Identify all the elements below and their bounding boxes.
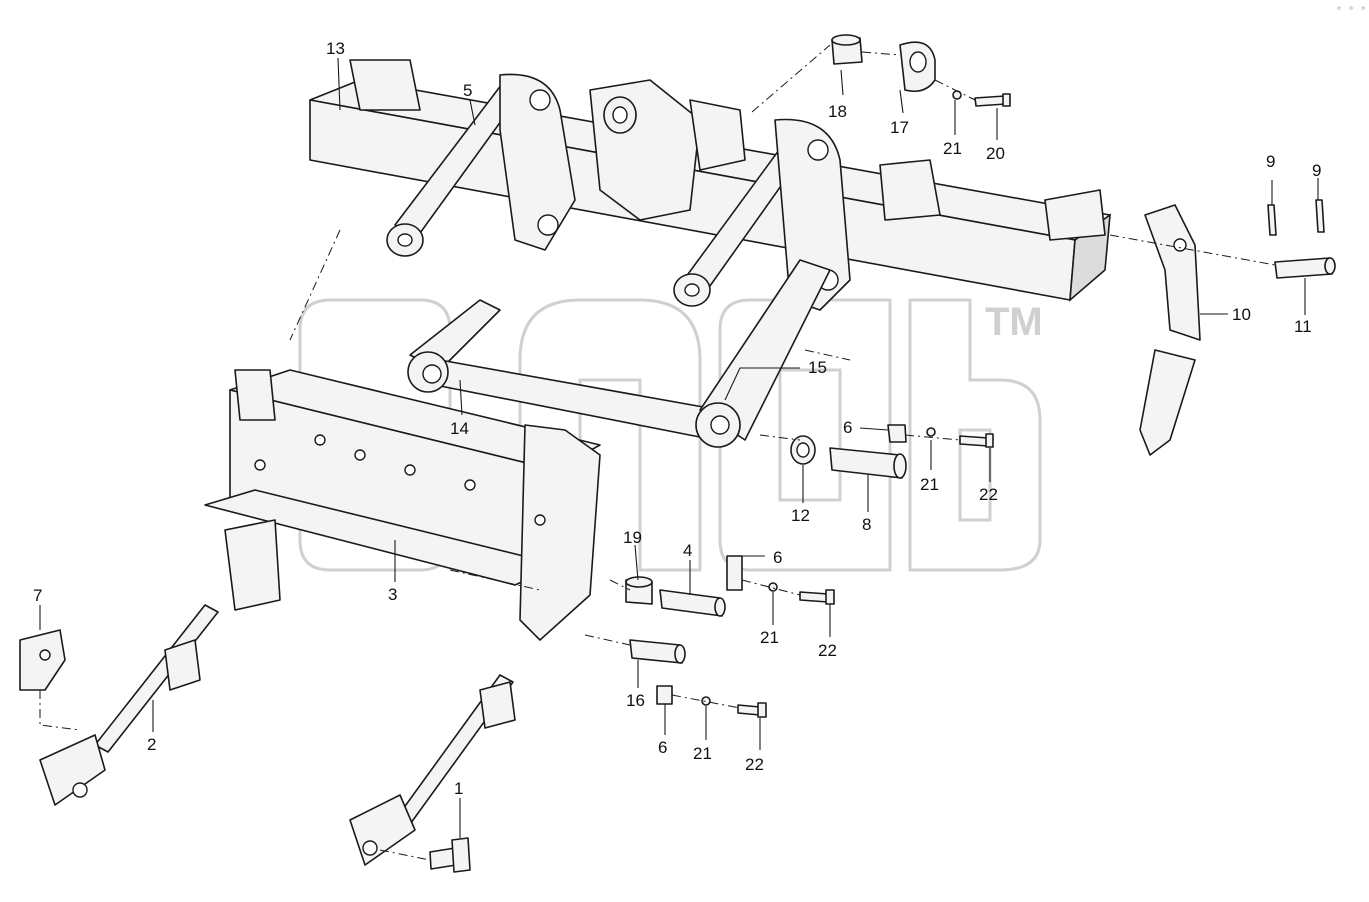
callout-6-mid: 6 (843, 418, 852, 437)
washer-21-mid (926, 427, 936, 437)
callout-21-mid: 21 (920, 475, 939, 494)
main-frame (204, 369, 601, 641)
callout-11: 11 (1294, 317, 1312, 336)
callout-19: 19 (623, 528, 642, 547)
callout-7: 7 (33, 586, 42, 605)
callout-22-mid: 22 (979, 485, 998, 504)
pin-11 (1274, 257, 1336, 279)
callout-9-right: 9 (1312, 161, 1321, 180)
cotter-pins-9 (1267, 199, 1325, 236)
corner-mark: ° ° ° (1336, 6, 1366, 17)
pin-4 (659, 589, 726, 617)
callout-10: 10 (1232, 305, 1251, 324)
callout-16: 16 (626, 691, 645, 710)
callout-6-bottom: 6 (658, 738, 667, 757)
callout-8: 8 (862, 515, 871, 534)
bolt-22-bottom (737, 702, 767, 718)
flange-17 (899, 41, 936, 93)
center-bracket (589, 79, 746, 221)
link-rod-2 (39, 604, 219, 806)
callout-9-left: 9 (1266, 152, 1275, 171)
bushing-12 (790, 435, 816, 465)
washer-21-lower (768, 582, 778, 592)
bushing-19 (625, 576, 653, 605)
pin-16 (629, 639, 686, 664)
side-link (1139, 204, 1201, 456)
callout-12: 12 (791, 506, 810, 525)
trademark-mark: TM (985, 300, 1043, 344)
upper-link-left (386, 73, 576, 257)
callout-17: 17 (890, 118, 909, 137)
clevis-7 (19, 629, 66, 691)
bolt-22-mid (959, 433, 994, 448)
leader-lines (39, 57, 1319, 838)
callout-14: 14 (450, 419, 469, 438)
callout-21-lower: 21 (760, 628, 779, 647)
callout-22-bottom: 22 (745, 755, 764, 774)
bushing-18 (831, 34, 863, 65)
callout-2: 2 (147, 735, 156, 754)
callout-13: 13 (326, 39, 345, 58)
callout-21-top: 21 (943, 139, 962, 158)
bolt-20 (974, 93, 1011, 107)
pin-1 (429, 837, 471, 873)
callout-18: 18 (828, 102, 847, 121)
callout-15: 15 (808, 358, 827, 377)
link-rod-1 (349, 674, 516, 866)
callout-3: 3 (388, 585, 397, 604)
watermark-logo: TM (298, 298, 1043, 572)
plate-6-mid (887, 424, 907, 443)
callout-6-lower: 6 (773, 548, 782, 567)
bolt-22-lower (799, 589, 835, 605)
callout-1: 1 (454, 779, 463, 798)
pin-8 (829, 447, 907, 479)
callout-20: 20 (986, 144, 1005, 163)
callout-4: 4 (683, 541, 692, 560)
washer-21-bottom (701, 696, 711, 706)
callout-21-bottom: 21 (693, 744, 712, 763)
plate-6-bottom (656, 685, 673, 705)
plate-6-lower (726, 555, 743, 591)
assembly-lines (39, 44, 1276, 861)
callout-5: 5 (463, 81, 472, 100)
lower-arm (407, 259, 831, 448)
callout-22-lower: 22 (818, 641, 837, 660)
callout-labels: 13 5 18 17 21 20 9 9 10 11 15 14 6 21 22… (33, 39, 1321, 798)
